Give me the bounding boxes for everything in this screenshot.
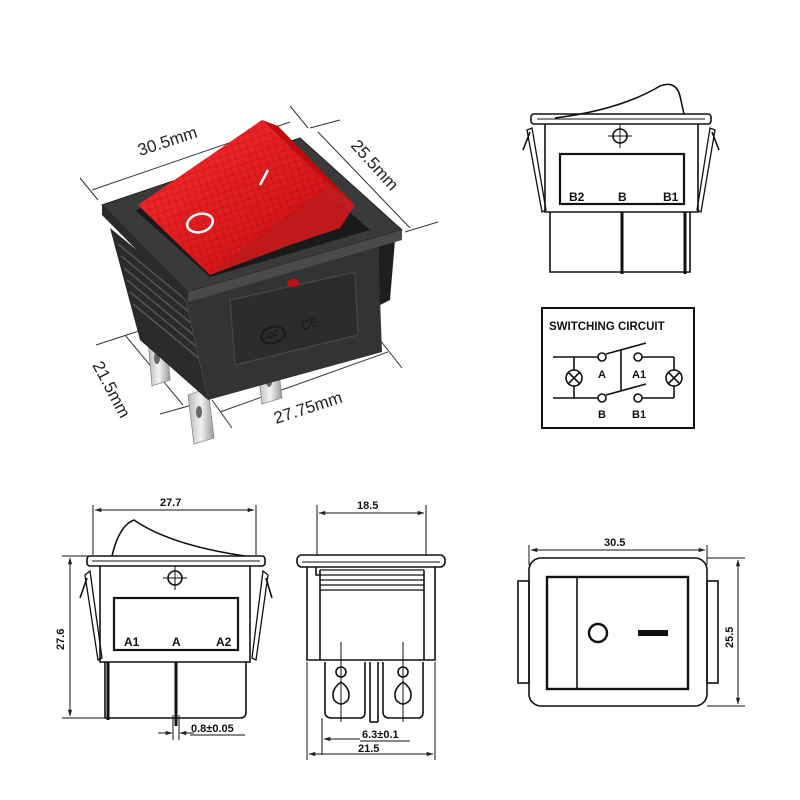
rear-view-labels: B2 B B1 (569, 190, 679, 204)
circuit-node-a: A (598, 369, 606, 381)
photo-dim-height: 21.5mm (88, 358, 134, 421)
side-view-labels: 27.7 27.6 0.8±0.05 A1 A A2 (55, 497, 234, 735)
rear-view-b (522, 83, 720, 274)
dim-end-bottom: 21.5 (358, 743, 379, 755)
on-symbol-icon (638, 630, 668, 636)
photo-dim-depth: 25.5mm (347, 136, 402, 194)
dim-side-height: 27.6 (55, 629, 67, 650)
dim-top-height: 25.5 (724, 627, 736, 648)
switching-circuit: SWITCHING CIRCUIT (541, 307, 695, 429)
end-view-labels: 18.5 6.3±0.1 21.5 (357, 500, 399, 755)
circuit-node-b: B (598, 409, 606, 421)
terminal-label-a: A (172, 635, 181, 649)
terminal-label-b: B (618, 190, 627, 204)
circuit-node-b1: B1 (632, 409, 646, 421)
top-view-labels: 30.5 25.5 (604, 537, 736, 648)
circuit-title: SWITCHING CIRCUIT (549, 321, 665, 333)
dim-pin-spacing: 6.3±0.1 (362, 729, 399, 741)
off-symbol-icon (185, 212, 215, 234)
dim-end-top: 18.5 (357, 500, 378, 512)
dim-side-width: 27.7 (160, 497, 181, 509)
end-view (296, 505, 446, 760)
terminal-label-b2: B2 (569, 190, 585, 204)
lamp-icon (665, 369, 683, 387)
circuit-node-a1: A1 (632, 369, 646, 381)
side-view-a (62, 505, 273, 740)
photo-dim-body: 27.75mm (271, 388, 344, 428)
photo-dim-width: 30.5mm (135, 123, 199, 160)
off-symbol-icon (587, 622, 609, 644)
dim-line-depth (317, 131, 411, 229)
dim-top-width: 30.5 (604, 537, 625, 549)
terminal-label-a2: A2 (216, 635, 232, 649)
terminal-label-a1: A1 (124, 635, 140, 649)
dim-pin-width: 0.8±0.05 (191, 723, 234, 735)
housing-side (110, 228, 208, 400)
lamp-icon (565, 369, 583, 387)
product-photo: 30.5mm 25.5mm 21.5mm 27.75mm (79, 105, 439, 445)
ce-mark: CE (299, 314, 321, 333)
terminal-label-b1: B1 (663, 190, 679, 204)
dim-line-body (219, 351, 389, 413)
top-view (517, 545, 745, 707)
on-symbol-icon (258, 169, 270, 186)
